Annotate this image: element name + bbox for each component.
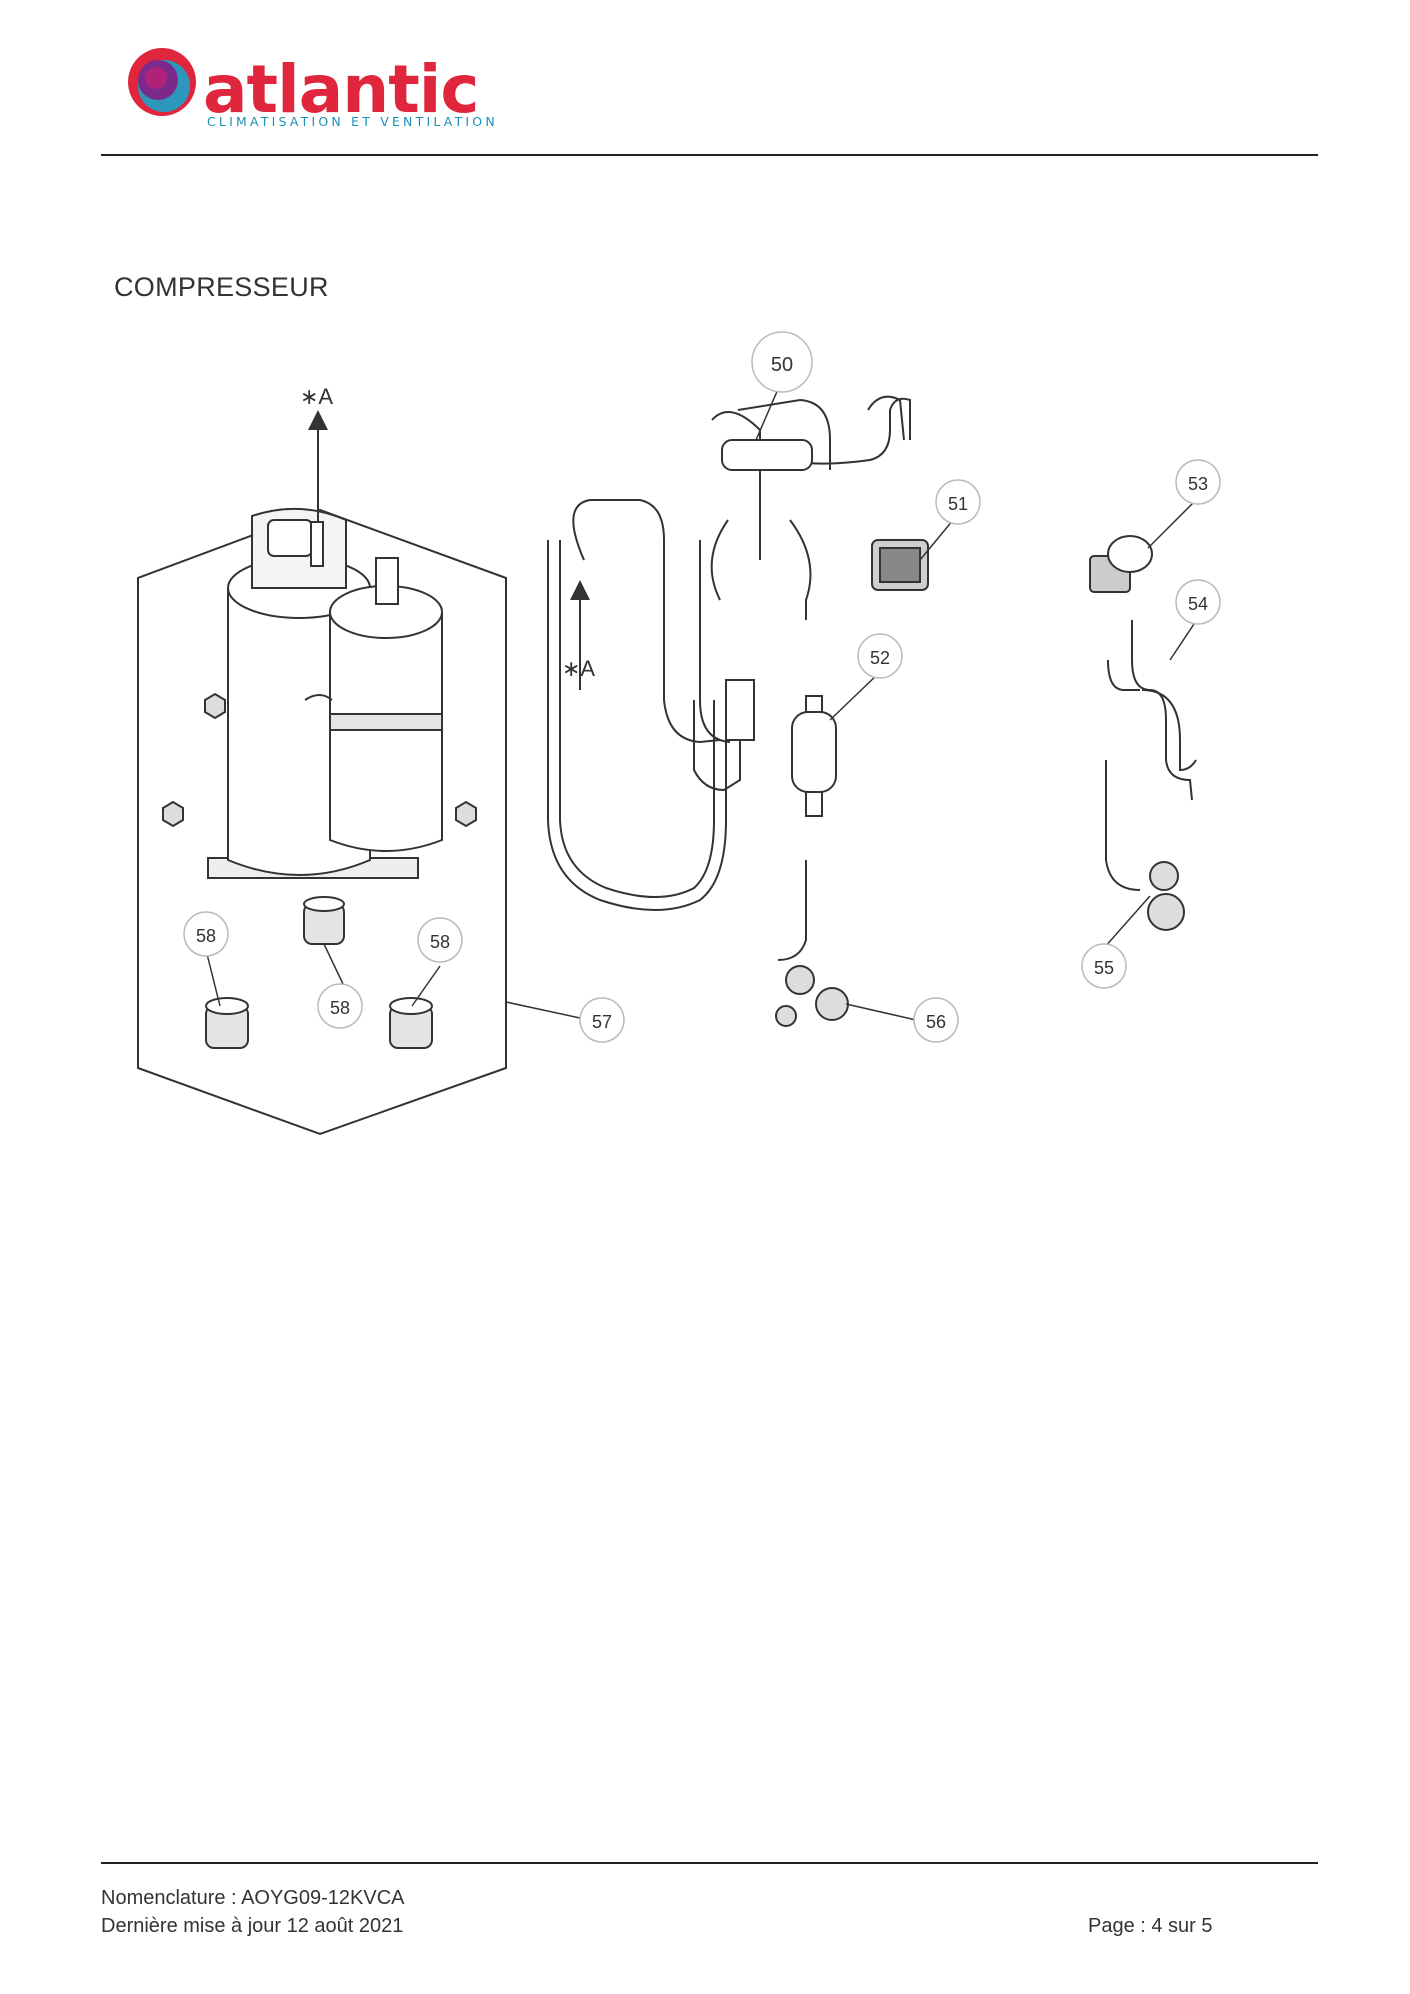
callout-57: 57 [579,997,625,1043]
service-valve-icon [1105,760,1185,931]
piping-assembly-icon [547,395,911,911]
header-divider [101,154,1318,156]
grommet-icon [205,896,433,1049]
callout-50: 50 [751,331,813,393]
callout-label: 56 [926,1012,946,1032]
callout-52: 52 [857,633,903,679]
callout-label: 57 [592,1012,612,1032]
footer-divider [101,1862,1318,1864]
compressor-frame [137,508,507,1136]
callout-label: 58 [430,932,450,952]
footer-nomenclature: Nomenclature : AOYG09-12KVCA [101,1887,405,1909]
callout-label: 58 [196,926,216,946]
footer-updated: Dernière mise à jour 12 août 2021 [101,1915,404,1937]
nut-icon [162,692,477,828]
suction-valve-icon [775,860,849,1027]
callout-58c: 58 [417,917,463,963]
arrow-label-pipe: ∗A [562,656,595,681]
logo-wordmark: atlantic [203,51,480,128]
header: atlantic CLIMATISATION ET VENTILATION [0,0,1410,160]
callout-58a: 58 [183,911,229,957]
valve-pipe-icon [1107,620,1197,801]
compressor-icon [207,410,443,879]
footer-page-number: Page : 4 sur 5 [1088,1915,1213,1937]
section-title: COMPRESSEUR [114,272,329,302]
arrow-label-top: ∗A [300,384,333,409]
callout-54: 54 [1175,579,1221,625]
callout-label: 54 [1188,594,1208,614]
logo-mark-icon [128,48,196,116]
solenoid-coil-icon [1089,535,1153,593]
callout-51: 51 [935,479,981,525]
callout-label: 52 [870,648,890,668]
callout-label: 55 [1094,958,1114,978]
callout-label: 51 [948,494,968,514]
coil-icon [871,539,929,591]
callout-label: 53 [1188,474,1208,494]
callout-58b: 58 [317,983,363,1029]
callout-56: 56 [913,997,959,1043]
callout-55: 55 [1081,943,1127,989]
callout-53: 53 [1175,459,1221,505]
callout-label: 58 [330,998,350,1018]
logo-tagline: CLIMATISATION ET VENTILATION [207,114,498,129]
strainer-icon [791,695,837,817]
callout-label: 50 [771,354,793,376]
